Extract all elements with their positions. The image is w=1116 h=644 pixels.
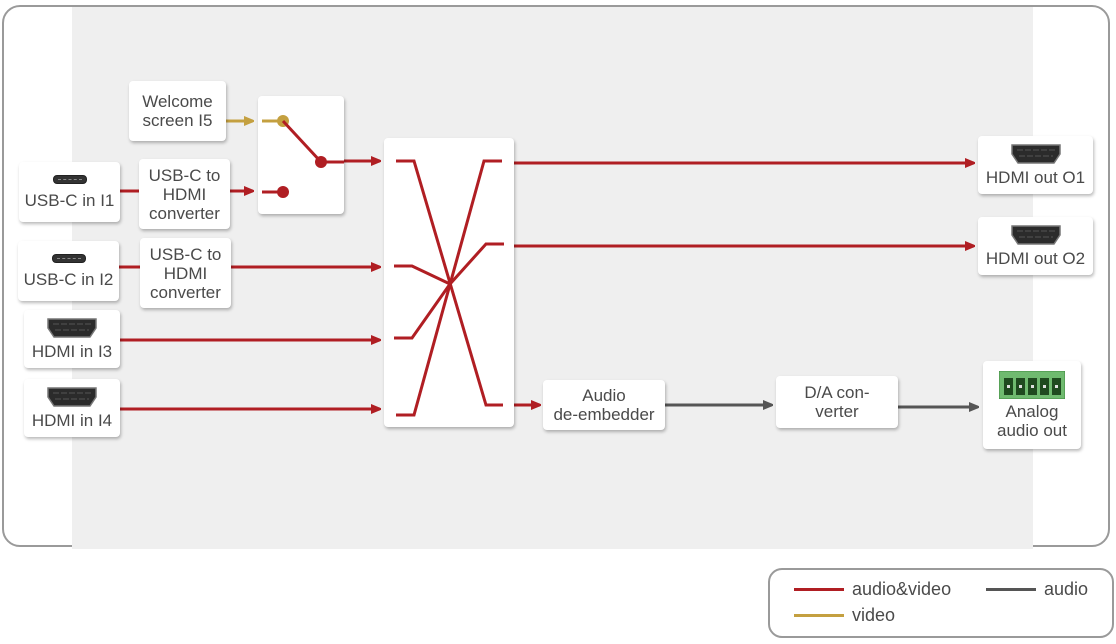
input-hdmi-i4: HDMI in I4: [24, 379, 120, 437]
converter-label: USB-C to HDMI converter: [149, 244, 222, 302]
input-label: HDMI in I3: [31, 341, 113, 361]
input-switch: [258, 96, 344, 214]
hdmi-port-icon: [47, 386, 97, 407]
terminal-block-icon: [999, 370, 1065, 399]
input-usb-c-i1: USB-C in I1: [19, 162, 120, 222]
legend-audio-video: audio&video: [794, 579, 951, 600]
crosspoint-matrix: [384, 138, 514, 427]
output-label: HDMI out O2: [985, 248, 1086, 268]
input-usb-c-i2: USB-C in I2: [18, 241, 119, 301]
hdmi-port-icon: [1010, 224, 1061, 245]
welcome-label: Welcome screen I5: [142, 92, 213, 130]
dac-label: D/A con- verter: [804, 383, 870, 421]
legend-label: audio: [1044, 579, 1089, 599]
converter-label: USB-C to HDMI converter: [148, 165, 221, 223]
matrix-crossbar-icon: [394, 159, 504, 417]
usb-c-port-icon: [51, 253, 86, 263]
output-hdmi-o1: HDMI out O1: [978, 136, 1093, 194]
usb-c-hdmi-converter-2: USB-C to HDMI converter: [140, 238, 231, 308]
input-hdmi-i3: HDMI in I3: [24, 310, 120, 368]
input-label: HDMI in I4: [31, 410, 113, 430]
hdmi-port-icon: [1010, 143, 1061, 164]
da-converter: D/A con- verter: [776, 376, 898, 428]
legend: audio&video audio video: [768, 568, 1114, 638]
legend-swatch-audio-video: [794, 588, 844, 591]
device-area: [72, 7, 1033, 549]
usb-c-port-icon: [52, 174, 87, 184]
legend-video: video: [794, 605, 895, 626]
deembedder-label: Audio de-embedder: [553, 386, 655, 424]
legend-label: video: [852, 605, 896, 625]
input-label: USB-C in I2: [23, 269, 114, 289]
audio-deembedder: Audio de-embedder: [543, 380, 665, 430]
legend-audio: audio: [986, 579, 1088, 600]
analog-out-label: Analog audio out: [997, 401, 1067, 440]
usb-c-hdmi-converter-1: USB-C to HDMI converter: [139, 159, 230, 229]
output-label: HDMI out O1: [985, 167, 1086, 187]
input-label: USB-C in I1: [24, 190, 115, 210]
legend-label: audio&video: [852, 579, 952, 599]
hdmi-port-icon: [47, 317, 97, 338]
welcome-screen-i5: Welcome screen I5: [129, 81, 226, 141]
switch-icon: [262, 115, 344, 198]
output-hdmi-o2: HDMI out O2: [978, 217, 1093, 275]
legend-swatch-video: [794, 614, 844, 617]
analog-audio-out: Analog audio out: [983, 361, 1081, 449]
legend-swatch-audio: [986, 588, 1036, 591]
